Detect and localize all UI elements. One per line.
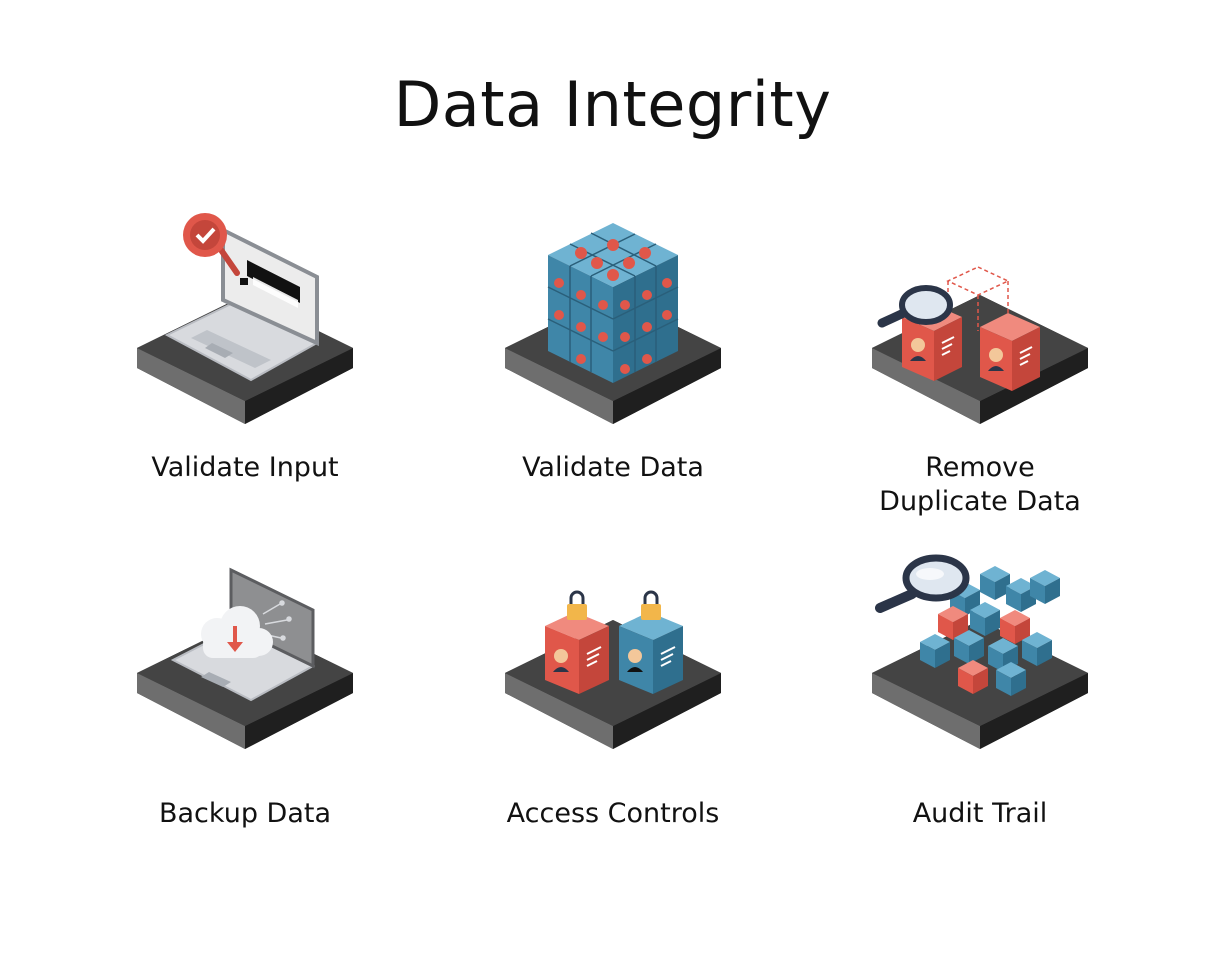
label-line-1: Validate Data <box>522 452 704 483</box>
tile-audit-trail <box>830 530 1130 755</box>
label-line-2: Duplicate Data <box>879 486 1081 517</box>
laptop-password-icon <box>137 213 353 424</box>
label-line-1: Backup Data <box>158 798 332 829</box>
page-title: Data Integrity <box>393 68 832 141</box>
duplicate-files-icon <box>872 266 1088 424</box>
label-line-1: Validate Input <box>151 452 339 483</box>
tile-backup-data <box>95 530 395 755</box>
label-validate-data: Validate Data <box>463 451 763 485</box>
label-access-controls: Access Controls <box>463 797 763 831</box>
label-line-1: Access Controls <box>506 798 720 829</box>
audit-cubes-icon <box>872 554 1088 749</box>
tile-access-controls <box>463 530 763 755</box>
label-line-1: Remove <box>925 452 1035 483</box>
label-backup-data: Backup Data <box>95 797 395 831</box>
tile-validate-input <box>95 205 395 430</box>
label-line-1: Audit Trail <box>912 798 1048 829</box>
tile-validate-data <box>463 205 763 430</box>
tile-remove-duplicate-data <box>830 205 1130 430</box>
cloud-backup-icon <box>137 567 353 749</box>
cube-stack-icon <box>505 223 721 424</box>
label-remove-duplicate-data: Remove Duplicate Data <box>830 451 1130 519</box>
label-audit-trail: Audit Trail <box>830 797 1130 831</box>
label-validate-input: Validate Input <box>95 451 395 485</box>
locked-profiles-icon <box>505 590 721 749</box>
